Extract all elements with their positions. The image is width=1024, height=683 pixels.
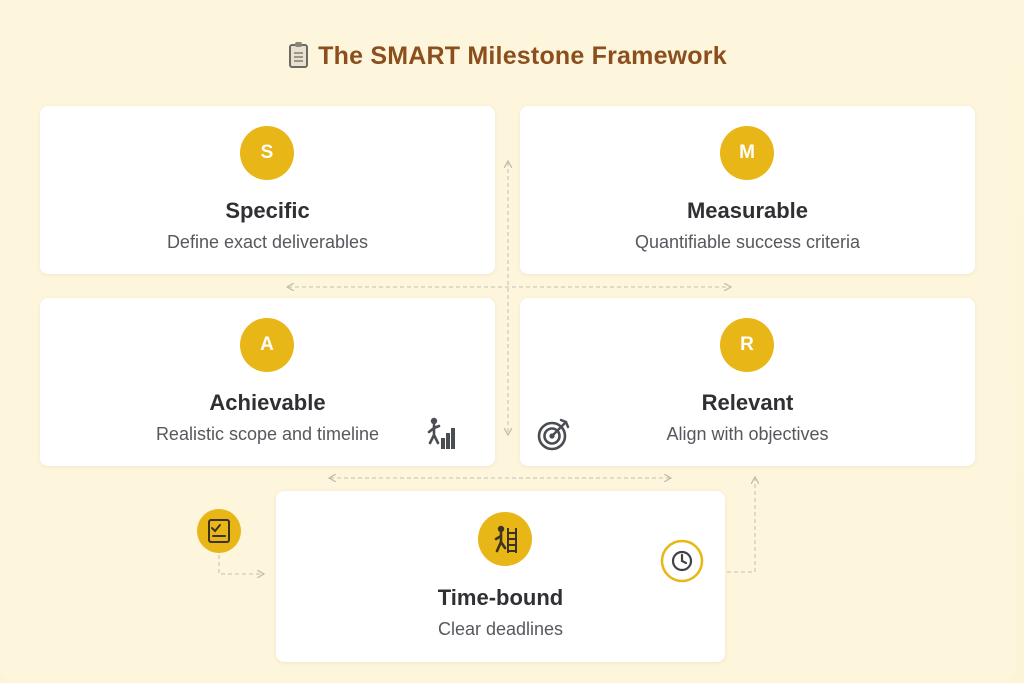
target-icon: [537, 418, 570, 451]
card-specific: S Specific Define exact deliverables: [40, 106, 495, 274]
card-label-relevant: Relevant: [701, 390, 794, 415]
card-measurable: M Measurable Quantifiable success criter…: [520, 106, 975, 274]
progress-climb-icon: [427, 417, 455, 449]
card-desc-achievable: Realistic scope and timeline: [155, 424, 380, 444]
card-desc-relevant: Align with objectives: [666, 424, 829, 444]
card-relevant: R Relevant Align with objectives: [520, 298, 975, 466]
card-label-achievable: Achievable: [209, 390, 326, 415]
card-label-specific: Specific: [225, 198, 310, 223]
ladder-climber-icon: [494, 525, 517, 553]
page-title: The SMART Milestone Framework: [0, 42, 1016, 71]
badge-s: S: [240, 126, 294, 180]
card-desc-specific: Define exact deliverables: [166, 232, 369, 252]
card-desc-timebound: Clear deadlines: [437, 619, 564, 639]
card-achievable: A Achievable Realistic scope and timelin…: [40, 298, 495, 466]
badge-a: A: [240, 318, 294, 372]
title-text: The SMART Milestone Framework: [318, 42, 727, 70]
checklist-icon: [197, 509, 241, 553]
card-desc-measurable: Quantifiable success criteria: [634, 232, 861, 252]
card-label-timebound: Time-bound: [437, 585, 564, 610]
badge-timebound: [478, 512, 532, 566]
card-label-measurable: Measurable: [686, 198, 809, 223]
clock-icon: [660, 539, 704, 583]
clock-connector: [727, 478, 755, 573]
clipboard-icon: [289, 42, 309, 68]
badge-m: M: [720, 126, 774, 180]
checklist-connector: [218, 555, 263, 574]
badge-r: R: [720, 318, 774, 372]
card-timebound: Time-bound Clear deadlines: [276, 491, 725, 662]
